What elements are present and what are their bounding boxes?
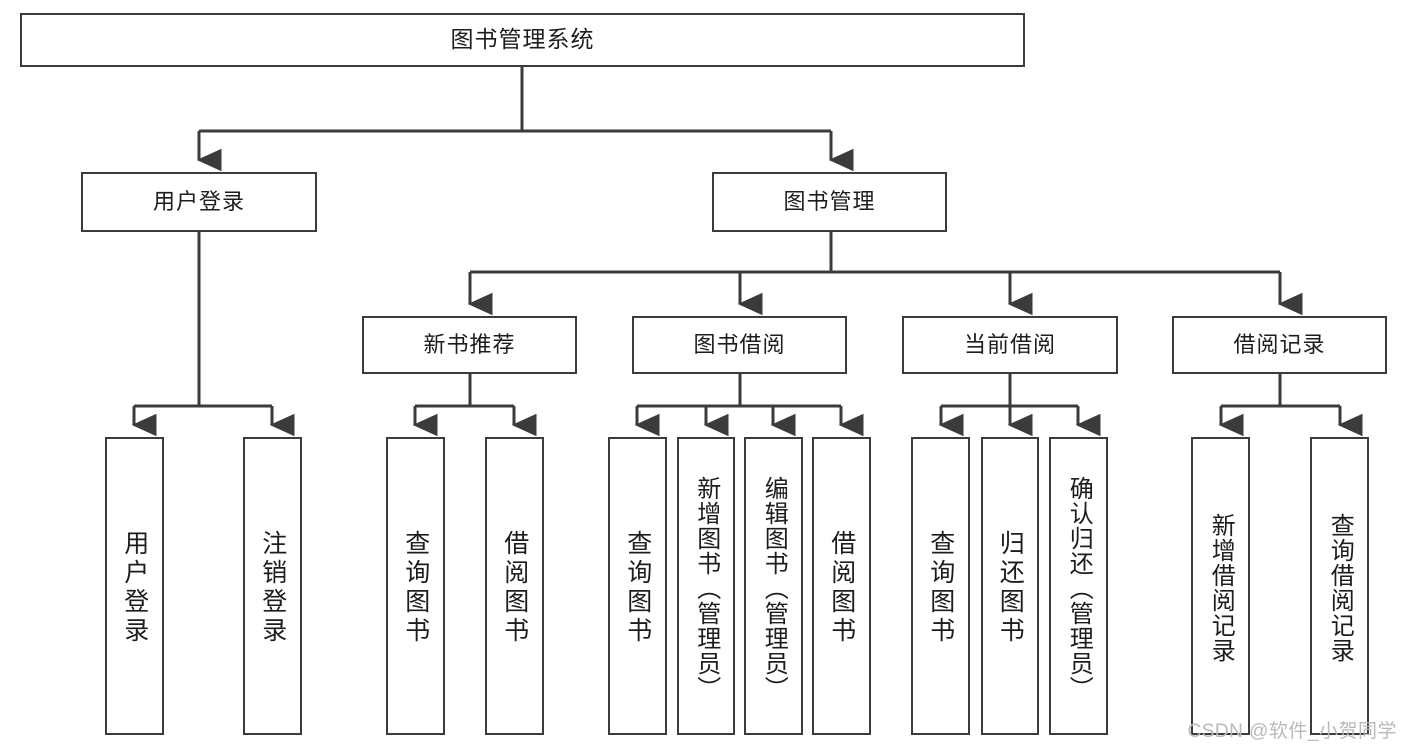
node-label: 当前借阅	[963, 331, 1056, 357]
leaf-user-login[interactable]: 用户登录	[105, 437, 164, 735]
node-label: 查询图书	[926, 530, 955, 646]
node-label: 新增借阅记录	[1207, 513, 1235, 663]
node-label: 借阅图书	[827, 530, 856, 646]
node-label: 图书管理	[783, 188, 876, 214]
leaf-borrow-borrow-book[interactable]: 借阅图书	[812, 437, 871, 735]
node-label: 用户登录	[120, 530, 149, 646]
node-label: 图书借阅	[693, 331, 786, 357]
node-label: 图书管理系统	[450, 26, 595, 53]
leaf-current-return-book[interactable]: 归还图书	[981, 437, 1039, 735]
node-label: 查询借阅记录	[1326, 513, 1354, 663]
node-label: 编辑图书（管理员）	[760, 475, 788, 701]
node-book-borrow[interactable]: 图书借阅	[632, 316, 847, 374]
node-label: 确认归还（管理员）	[1065, 475, 1093, 701]
node-label: 归还图书	[996, 530, 1025, 646]
node-current-borrow[interactable]: 当前借阅	[902, 316, 1118, 374]
node-root-library-system[interactable]: 图书管理系统	[20, 13, 1025, 67]
node-label: 借阅图书	[500, 530, 529, 646]
node-label: 新增图书（管理员）	[692, 475, 720, 701]
leaf-record-query-borrow-record[interactable]: 查询借阅记录	[1310, 437, 1369, 735]
node-label: 新书推荐	[423, 331, 516, 357]
watermark-csdn: CSDN @软件_小贺同学	[1187, 721, 1397, 742]
node-book-management[interactable]: 图书管理	[712, 172, 947, 232]
node-label: 用户登录	[152, 188, 245, 214]
node-label: 查询图书	[623, 530, 652, 646]
node-borrow-record[interactable]: 借阅记录	[1172, 316, 1387, 374]
leaf-current-query-book[interactable]: 查询图书	[911, 437, 970, 735]
leaf-borrow-query-book[interactable]: 查询图书	[608, 437, 667, 735]
leaf-borrow-add-book-admin[interactable]: 新增图书（管理员）	[677, 437, 735, 735]
node-label: 注销登录	[258, 530, 287, 646]
leaf-newbook-borrow-book[interactable]: 借阅图书	[485, 437, 544, 735]
leaf-user-logout[interactable]: 注销登录	[243, 437, 302, 735]
node-user-login[interactable]: 用户登录	[81, 172, 317, 232]
node-label: 借阅记录	[1233, 331, 1326, 357]
leaf-current-confirm-return-admin[interactable]: 确认归还（管理员）	[1049, 437, 1108, 735]
node-new-book-recommend[interactable]: 新书推荐	[362, 316, 577, 374]
leaf-record-add-borrow-record[interactable]: 新增借阅记录	[1191, 437, 1250, 735]
node-label: 查询图书	[401, 530, 430, 646]
leaf-borrow-edit-book-admin[interactable]: 编辑图书（管理员）	[744, 437, 803, 735]
leaf-newbook-query-book[interactable]: 查询图书	[386, 437, 445, 735]
